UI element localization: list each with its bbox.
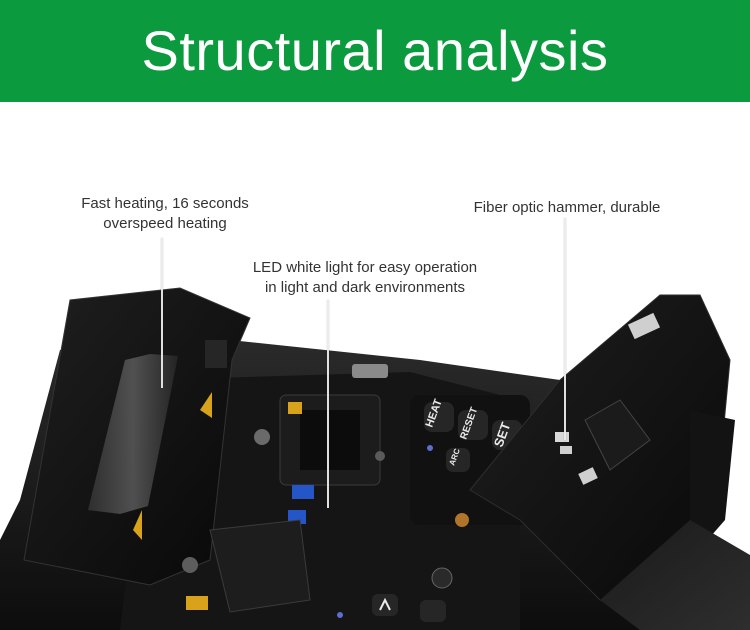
fusion-splicer-photo: HEAT RESET SET ARC: [0, 287, 750, 630]
callout-led: LED white light for easy operation in li…: [225, 258, 505, 298]
page-title: Structural analysis: [141, 18, 609, 82]
callout-heating-line-1: Fast heating, 16 seconds: [81, 195, 249, 212]
callout-led-line-2: in light and dark environments: [264, 279, 466, 296]
callout-heating-line-2: overspeed heating: [103, 215, 227, 232]
fiber-holder: [182, 364, 388, 613]
heater-lid: [23, 287, 251, 586]
leader-line-led: [327, 300, 329, 508]
leader-line-hammer: [564, 218, 566, 440]
display-screen: [600, 520, 750, 630]
title-banner: Structural analysis: [0, 0, 750, 102]
callout-heating: Fast heating, 16 seconds overspeed heati…: [60, 194, 270, 234]
fiber-hammer-lid: [431, 294, 735, 621]
callout-led-line-1: LED white light for easy operation: [252, 259, 478, 276]
leader-line-heating: [161, 238, 163, 388]
callout-hammer: Fiber optic hammer, durable: [452, 198, 682, 218]
callout-hammer-line-1: Fiber optic hammer, durable: [473, 199, 661, 216]
